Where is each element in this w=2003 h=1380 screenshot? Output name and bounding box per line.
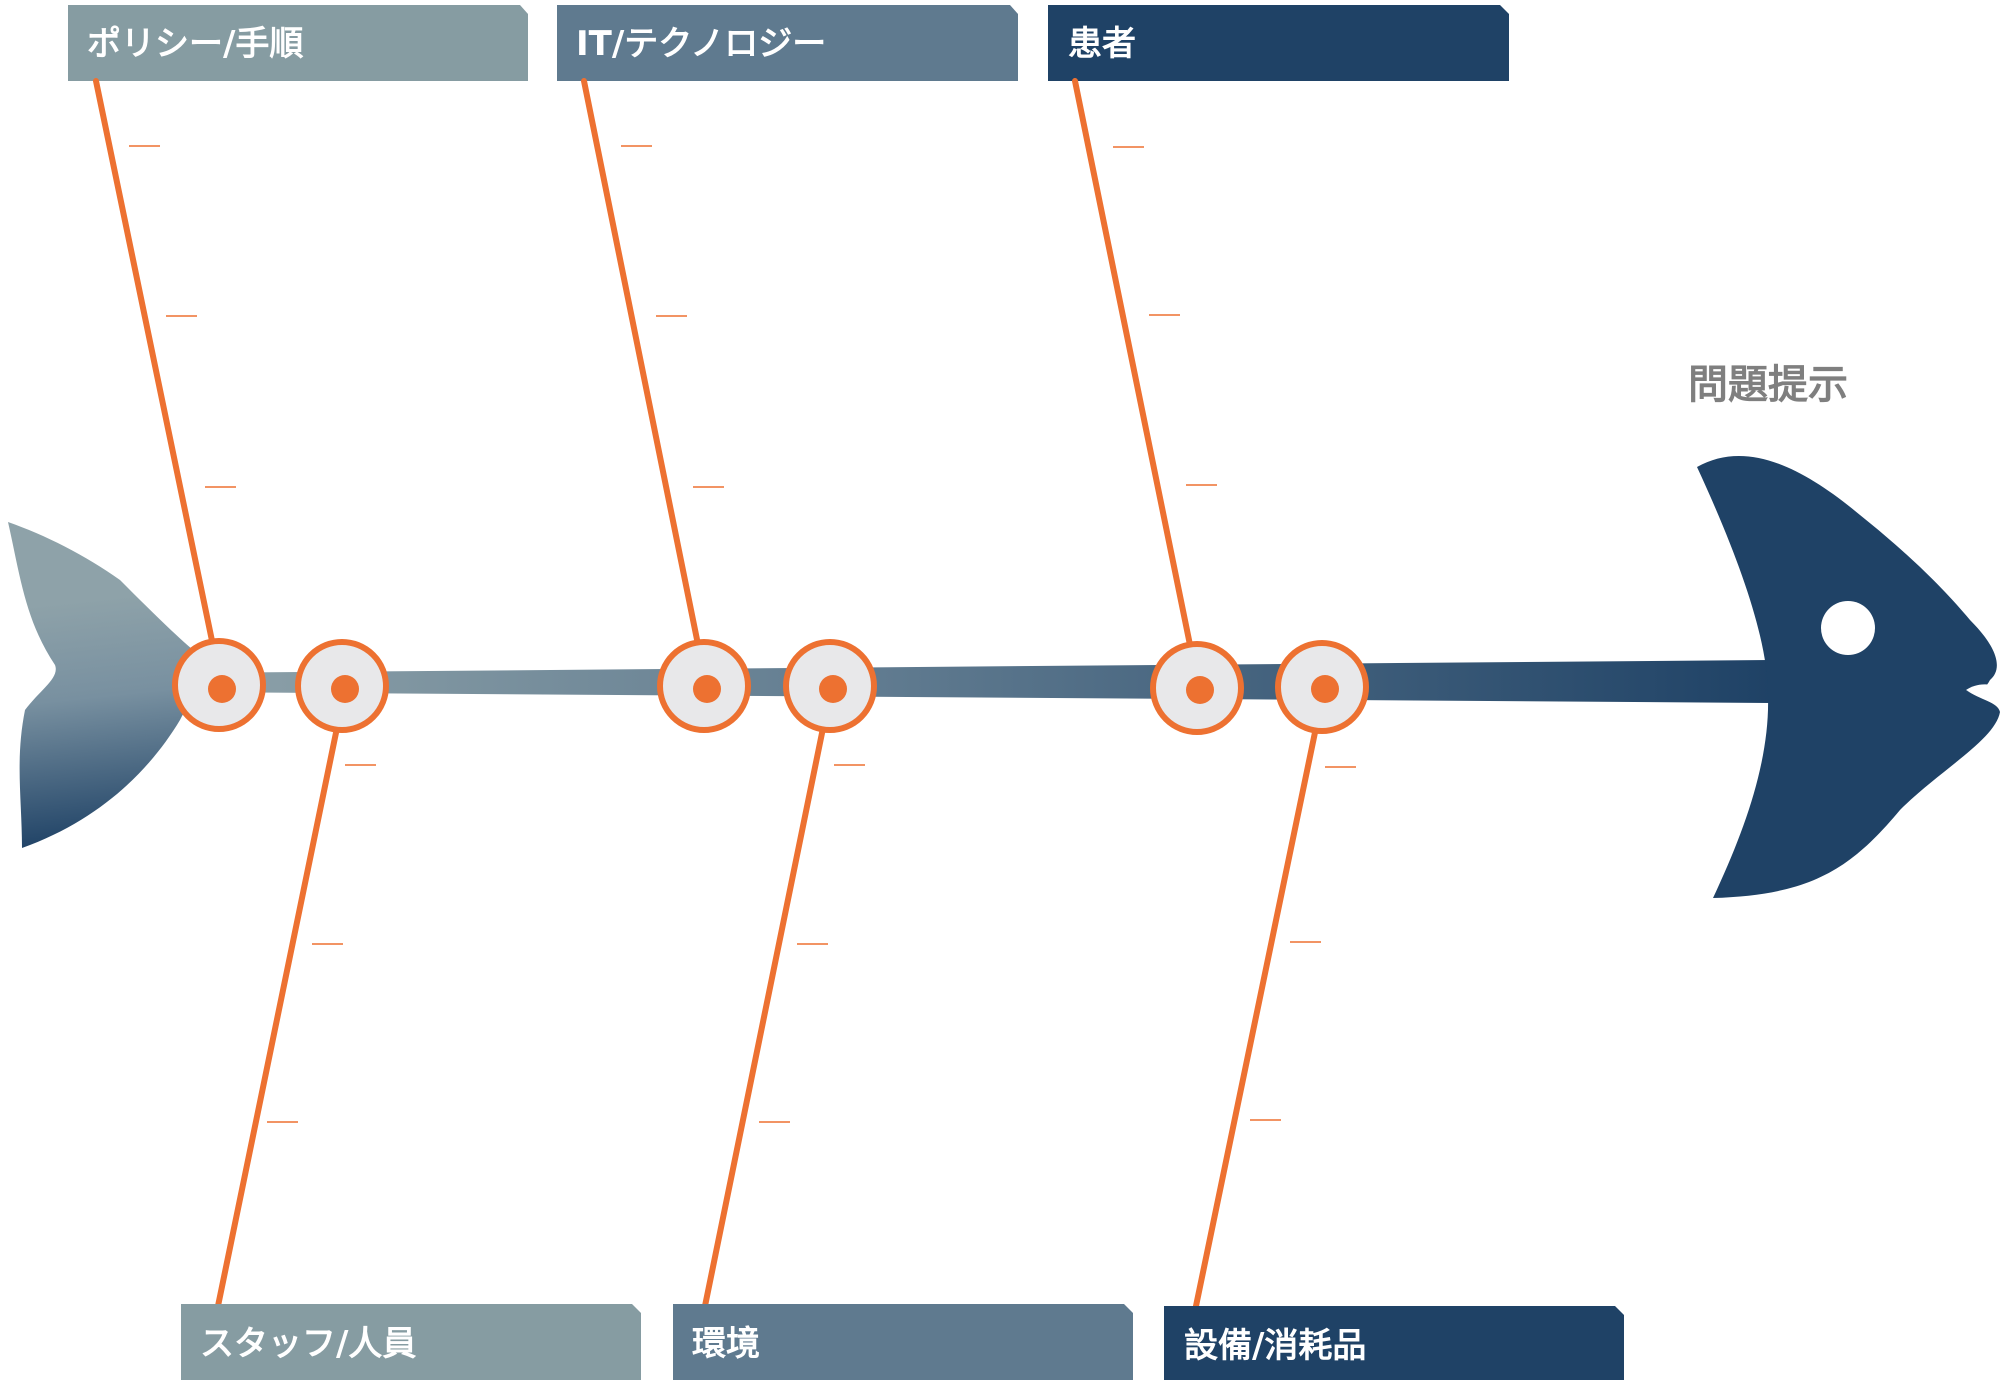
joint xyxy=(1150,641,1244,735)
cause-bone xyxy=(1193,686,1327,1309)
fish-tail xyxy=(8,522,215,848)
category-label: 環境 xyxy=(692,1324,760,1364)
category-label: 患者 xyxy=(1068,24,1136,64)
category-label: ポリシー/手順 xyxy=(87,24,303,64)
category-header-box[interactable] xyxy=(68,5,528,81)
category-label: 設備/消耗品 xyxy=(1184,1326,1366,1366)
fish-mouth xyxy=(1966,684,1998,694)
fish-spine xyxy=(185,660,1770,703)
joint xyxy=(172,638,266,732)
cause-bone xyxy=(93,78,225,692)
category-staff-personnel: スタッフ/人員 xyxy=(181,686,641,1380)
cause-bone xyxy=(215,686,348,1309)
cause-bone xyxy=(581,78,710,692)
category-environment: 環境 xyxy=(673,686,1133,1380)
category-patient: 患者 xyxy=(1048,5,1509,692)
category-label: IT/テクノロジー xyxy=(576,24,826,64)
category-header-box[interactable] xyxy=(181,1304,641,1380)
category-policy-procedure: ポリシー/手順 xyxy=(68,5,528,692)
cause-bone xyxy=(1072,78,1202,692)
joint xyxy=(783,639,877,733)
category-it-technology: IT/テクノロジー xyxy=(557,5,1018,692)
category-header-box[interactable] xyxy=(1164,1306,1624,1380)
category-label: スタッフ/人員 xyxy=(200,1324,416,1364)
cause-bone xyxy=(702,686,834,1309)
joint xyxy=(1275,640,1369,734)
joint xyxy=(657,639,751,733)
category-header-box[interactable] xyxy=(673,1304,1133,1380)
problem-statement: 問題提示 xyxy=(1688,362,1848,408)
category-header-box[interactable] xyxy=(1048,5,1509,81)
fish-head xyxy=(1697,455,2000,898)
joint xyxy=(295,639,389,733)
category-header-box[interactable] xyxy=(557,5,1018,81)
fish-eye xyxy=(1821,601,1875,655)
category-equipment-supplies: 設備/消耗品 xyxy=(1164,686,1624,1380)
